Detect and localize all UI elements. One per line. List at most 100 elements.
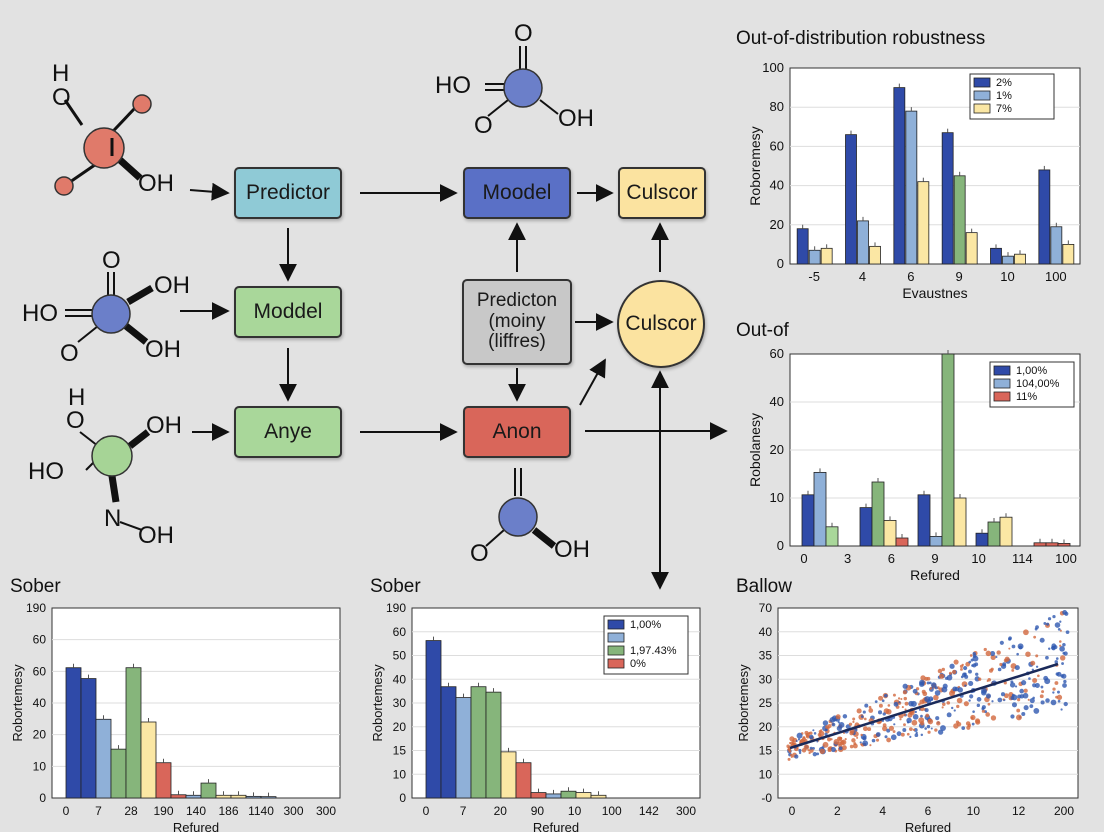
scatter-point [1059,629,1062,632]
node-moodel[interactable]: Moodel [463,167,571,219]
scatter-point [881,699,885,703]
scatter-point [1045,655,1049,660]
bar [975,532,989,547]
scatter-point [1032,677,1038,683]
scatter-point [912,688,918,694]
scatter-point [941,706,944,709]
scatter-point [964,684,967,687]
x-tick-label: 10 [971,551,985,566]
scatter-point [824,732,828,736]
x-tick-label: 0 [789,804,796,818]
trend-line [789,662,1059,750]
y-tick-label: 20 [33,728,47,742]
node-moddel[interactable]: Moddel [234,286,342,338]
scatter-point [852,720,855,723]
scatter-point [871,738,876,743]
y-tick-label: 70 [759,601,773,615]
bar [845,134,857,265]
scatter-point [1054,622,1061,628]
x-tick-label: 10 [1000,269,1014,284]
scatter-point [1052,615,1056,619]
scatter-point [1062,610,1068,615]
bar [155,762,172,799]
scatter-point [1062,642,1066,647]
scatter-point [888,725,895,731]
node-anye[interactable]: Anye [234,406,342,458]
scatter-point [860,733,863,737]
bar [230,794,247,799]
scatter-point [951,706,954,710]
scatter-point [798,751,802,755]
scatter-point [946,674,953,681]
scatter-point [968,669,972,674]
scatter-point [942,702,946,707]
x-tick-label: -5 [808,269,820,284]
x-tick-label: 90 [531,804,545,818]
scatter-point [939,673,945,679]
scatter-point [987,702,991,706]
bar [917,181,930,265]
node-predictor[interactable]: Predictor [234,167,342,219]
scatter-point [924,696,931,703]
scatter-point [975,719,981,725]
y-tick-label: 15 [759,744,773,758]
scatter-point [995,655,998,659]
bar [515,762,532,799]
x-tick-label: 12 [1012,804,1026,818]
legend-label: 1% [996,90,1012,102]
bar [1045,542,1059,547]
legend-label: 2% [996,77,1012,89]
node-predicton[interactable]: Predicton (moiny (liffres) [462,279,572,365]
scatter-point [911,719,918,726]
x-tick-label: 20 [494,804,508,818]
scatter-point [1052,687,1056,691]
scatter-point [981,707,985,711]
scatter-point [883,693,888,698]
x-tick-label: 9 [956,269,963,284]
scatter-point [985,712,991,717]
scatter-point [898,701,901,704]
bar [140,721,157,799]
x-tick-label: 200 [1054,804,1074,818]
bar [485,691,502,799]
scatter-point [856,736,859,739]
y-tick-label: 0 [777,538,784,553]
y-tick-label: 60 [33,664,47,678]
scatter-point [1023,629,1029,636]
bar [95,718,112,799]
scatter-point [830,738,833,741]
legend-label: 0% [630,658,646,670]
scatter-point [902,690,907,695]
scatter-point [970,716,974,720]
bar [953,497,967,547]
node-culscor-circle[interactable]: Culscor [617,280,705,368]
molecule-1-label: O [52,84,71,111]
x-tick-label: 100 [602,804,622,818]
scatter-point [903,696,907,701]
scatter-point [868,708,874,713]
scatter-point [963,666,968,671]
scatter-point [901,706,904,709]
node-culscor-box[interactable]: Culscor [618,167,706,219]
molecule-2-label: OH [154,272,190,299]
scatter-point [791,740,795,744]
atom-3 [91,435,133,477]
scatter-point [851,738,856,743]
node-anon[interactable]: Anon [463,406,571,458]
scatter-point [818,729,822,734]
scatter-point [1031,668,1035,671]
y-tick-label: 40 [770,394,784,409]
scatter-point [864,703,869,708]
scatter-point [887,704,891,707]
scatter-point [1041,690,1045,694]
y-tick-label: 10 [770,490,784,505]
y-tick-label: 20 [770,217,784,232]
y-axis-label: Robortemesy [10,664,25,742]
scatter-point [838,736,843,741]
scatter-point [1045,698,1050,703]
scatter-point [812,729,815,732]
scatter-point [919,681,925,687]
y-tick-label: 15 [393,744,407,758]
